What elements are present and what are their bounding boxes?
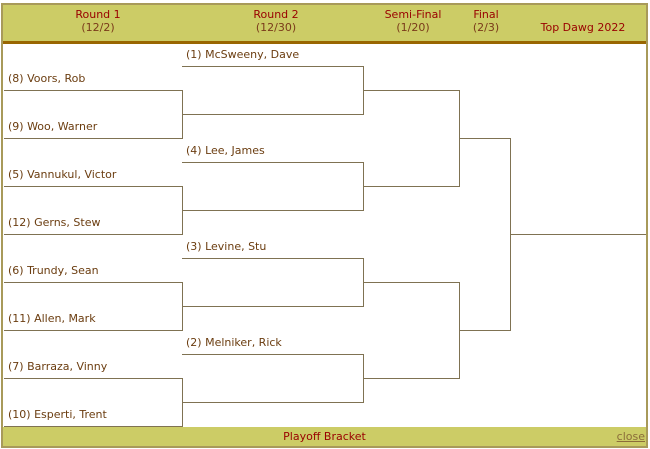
round1-slot-line (4, 426, 183, 427)
round2-slot-line (182, 162, 364, 163)
round2-title: Round 2 (253, 8, 299, 21)
round2-header: Round 2(12/30) (221, 8, 331, 34)
round1-date: (12/2) (81, 21, 115, 34)
round2-slot-line (182, 114, 364, 115)
round1-title: Round 1 (75, 8, 121, 21)
round1-team[interactable]: (10) Esperti, Trent (8, 408, 107, 421)
round1-team[interactable]: (7) Barraza, Vinny (8, 360, 108, 373)
semifinal-slot-line (363, 90, 460, 91)
final-header: Final(2/3) (461, 8, 511, 34)
round2-seed-team[interactable]: (4) Lee, James (186, 144, 265, 157)
final-date: (2/3) (472, 21, 500, 34)
bracket-footer: Playoff Bracket close (3, 427, 646, 446)
round1-team[interactable]: (6) Trundy, Sean (8, 264, 99, 277)
champion-label: Top Dawg 2022 (540, 21, 626, 34)
round2-slot-line (182, 402, 364, 403)
round1-team[interactable]: (8) Voors, Rob (8, 72, 86, 85)
round1-slot-line (4, 378, 183, 379)
round2-seed-team[interactable]: (1) McSweeny, Dave (186, 48, 300, 61)
bracket-header: Round 1(12/2) Round 2(12/30) Semi-Final(… (3, 5, 646, 44)
final-title: Final (473, 8, 499, 21)
final-slot-line (459, 330, 511, 331)
semifinal-date: (1/20) (396, 21, 430, 34)
round2-seed-team[interactable]: (3) Levine, Stu (186, 240, 267, 253)
round1-slot-line (4, 234, 183, 235)
round2-slot-line (182, 258, 364, 259)
round2-slot-line (182, 66, 364, 67)
round1-team[interactable]: (5) Vannukul, Victor (8, 168, 117, 181)
final-slot-line (459, 138, 511, 139)
round2-date: (12/30) (255, 21, 297, 34)
round2-seed-team[interactable]: (2) Melniker, Rick (186, 336, 282, 349)
round1-slot-line (4, 186, 183, 187)
bracket-body: (8) Voors, Rob (9) Woo, Warner (5) Vannuku… (3, 44, 646, 427)
round2-slot-line (182, 210, 364, 211)
semifinal-title: Semi-Final (384, 8, 442, 21)
semifinal-slot-line (363, 282, 460, 283)
round1-slot-line (4, 330, 183, 331)
round1-team[interactable]: (12) Gerns, Stew (8, 216, 101, 229)
semifinal-slot-line (363, 186, 460, 187)
close-link[interactable]: close (616, 430, 645, 443)
round1-team[interactable]: (11) Allen, Mark (8, 312, 96, 325)
round1-slot-line (4, 90, 183, 91)
round2-slot-line (182, 354, 364, 355)
semifinal-header: Semi-Final(1/20) (373, 8, 453, 34)
playoff-bracket-window: Round 1(12/2) Round 2(12/30) Semi-Final(… (1, 3, 648, 448)
round2-slot-line (182, 306, 364, 307)
round1-slot-line (4, 138, 183, 139)
champion-title (523, 8, 643, 21)
round1-team[interactable]: (9) Woo, Warner (8, 120, 98, 133)
champion-header: Top Dawg 2022 (523, 8, 643, 34)
round1-slot-line (4, 282, 183, 283)
champion-line (510, 234, 646, 235)
footer-title: Playoff Bracket (283, 430, 366, 443)
round1-header: Round 1(12/2) (43, 8, 153, 34)
semifinal-slot-line (363, 378, 460, 379)
